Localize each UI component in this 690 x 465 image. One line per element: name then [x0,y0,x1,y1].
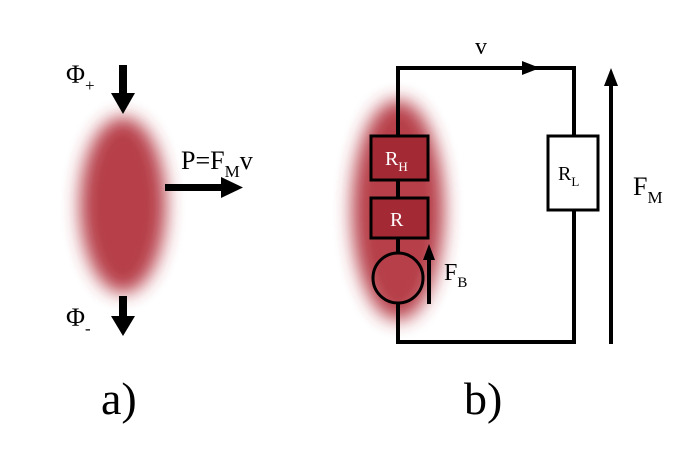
fb-arrow [423,244,435,304]
resistor-r-label: R [390,209,404,231]
panel-a: Φ+ Φ- P=FMv a) [66,60,253,424]
resistor-rh: RH [369,134,430,182]
mmf-source-circle [371,251,425,305]
caption-a: a) [101,373,137,424]
circuit-wires [396,66,576,344]
flux-out-arrow [111,296,135,336]
flux-out-label: Φ- [66,303,91,338]
fm-label: FM [633,172,663,207]
fm-arrow [604,68,618,344]
power-label: P=FMv [181,146,253,181]
fb-label: FB [444,260,467,291]
power-arrow [165,177,243,198]
resistor-rh-label: RH [385,148,408,174]
flux-in-label: Φ+ [66,60,95,95]
velocity-label: v [475,34,487,60]
panel-b: v RH R FB RL [352,34,663,424]
resistor-rl-label: RL [558,163,579,189]
resistor-r: R [369,196,430,240]
magnetic-blob-a [80,117,166,293]
flux-in-arrow [111,65,135,114]
caption-b: b) [464,373,502,424]
resistor-rl: RL [546,134,600,212]
velocity-arrowhead [522,61,540,75]
